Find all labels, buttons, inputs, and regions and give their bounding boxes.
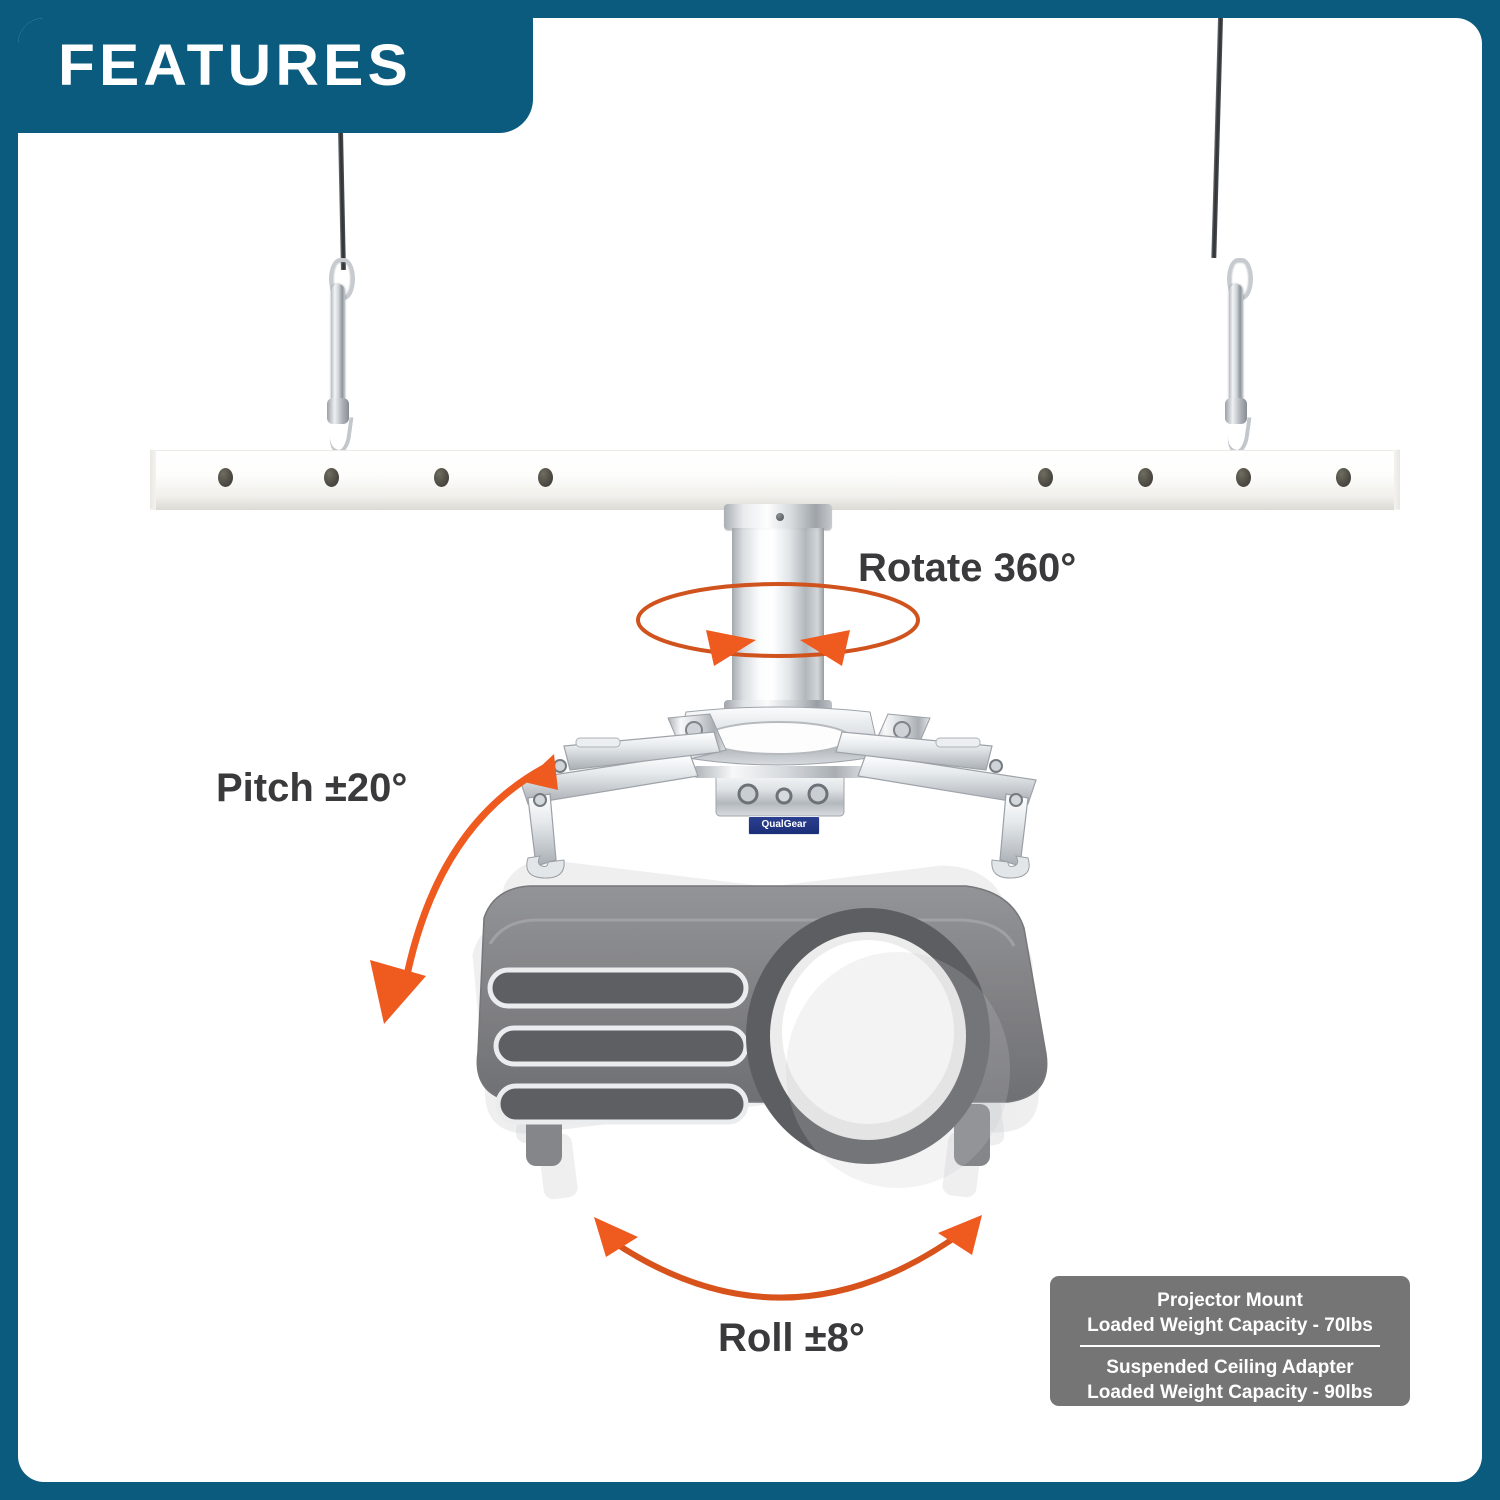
column-top-collar bbox=[724, 504, 832, 530]
suspended-ceiling-bar bbox=[150, 449, 1400, 511]
mount-capacity: Loaded Weight Capacity - 70lbs bbox=[1087, 1315, 1373, 1336]
gripper-body bbox=[1229, 284, 1243, 412]
roll-arrow-icon bbox=[568, 1203, 1008, 1323]
column-screw-icon bbox=[776, 513, 784, 521]
bar-lip bbox=[156, 494, 1394, 510]
capacity-divider bbox=[1080, 1345, 1380, 1347]
page-title: FEATURES bbox=[58, 33, 412, 98]
bar-hole bbox=[1038, 468, 1053, 487]
bar-hole bbox=[434, 468, 449, 487]
capacity-info-box: Projector Mount Loaded Weight Capacity -… bbox=[1050, 1276, 1410, 1406]
rotation-ring-arrows-icon bbox=[628, 578, 928, 688]
features-banner: FEATURES bbox=[18, 18, 533, 133]
gripper-body bbox=[331, 284, 345, 412]
cable-gripper-right bbox=[1223, 258, 1253, 456]
cable-gripper-left bbox=[325, 258, 355, 456]
bar-hole bbox=[324, 468, 339, 487]
diagram-canvas: QualGear bbox=[18, 18, 1482, 1482]
qualgear-badge-bracket: QualGear bbox=[748, 816, 820, 835]
projector-silhouette bbox=[398, 858, 1138, 1228]
pitch-arrow-icon bbox=[348, 738, 588, 1028]
bar-face bbox=[156, 450, 1394, 495]
gripper-collar bbox=[327, 398, 349, 424]
roll-label: Roll ±8° bbox=[718, 1316, 865, 1360]
bar-hole bbox=[538, 468, 553, 487]
bar-hole bbox=[1236, 468, 1251, 487]
gripper-collar bbox=[1225, 398, 1247, 424]
mount-title: Projector Mount bbox=[1157, 1290, 1303, 1311]
suspension-cable-left bbox=[338, 129, 346, 271]
bar-hole bbox=[1138, 468, 1153, 487]
bar-hole bbox=[218, 468, 233, 487]
bar-hole bbox=[1336, 468, 1351, 487]
pitch-label: Pitch ±20° bbox=[216, 766, 408, 810]
projector-bracket-assembly bbox=[498, 706, 1058, 888]
rotate-label: Rotate 360° bbox=[858, 546, 1077, 590]
adapter-title: Suspended Ceiling Adapter bbox=[1106, 1357, 1354, 1378]
suspension-cable-right bbox=[1211, 18, 1223, 258]
adapter-capacity: Loaded Weight Capacity - 90lbs bbox=[1087, 1382, 1373, 1403]
column-tube bbox=[732, 528, 824, 706]
